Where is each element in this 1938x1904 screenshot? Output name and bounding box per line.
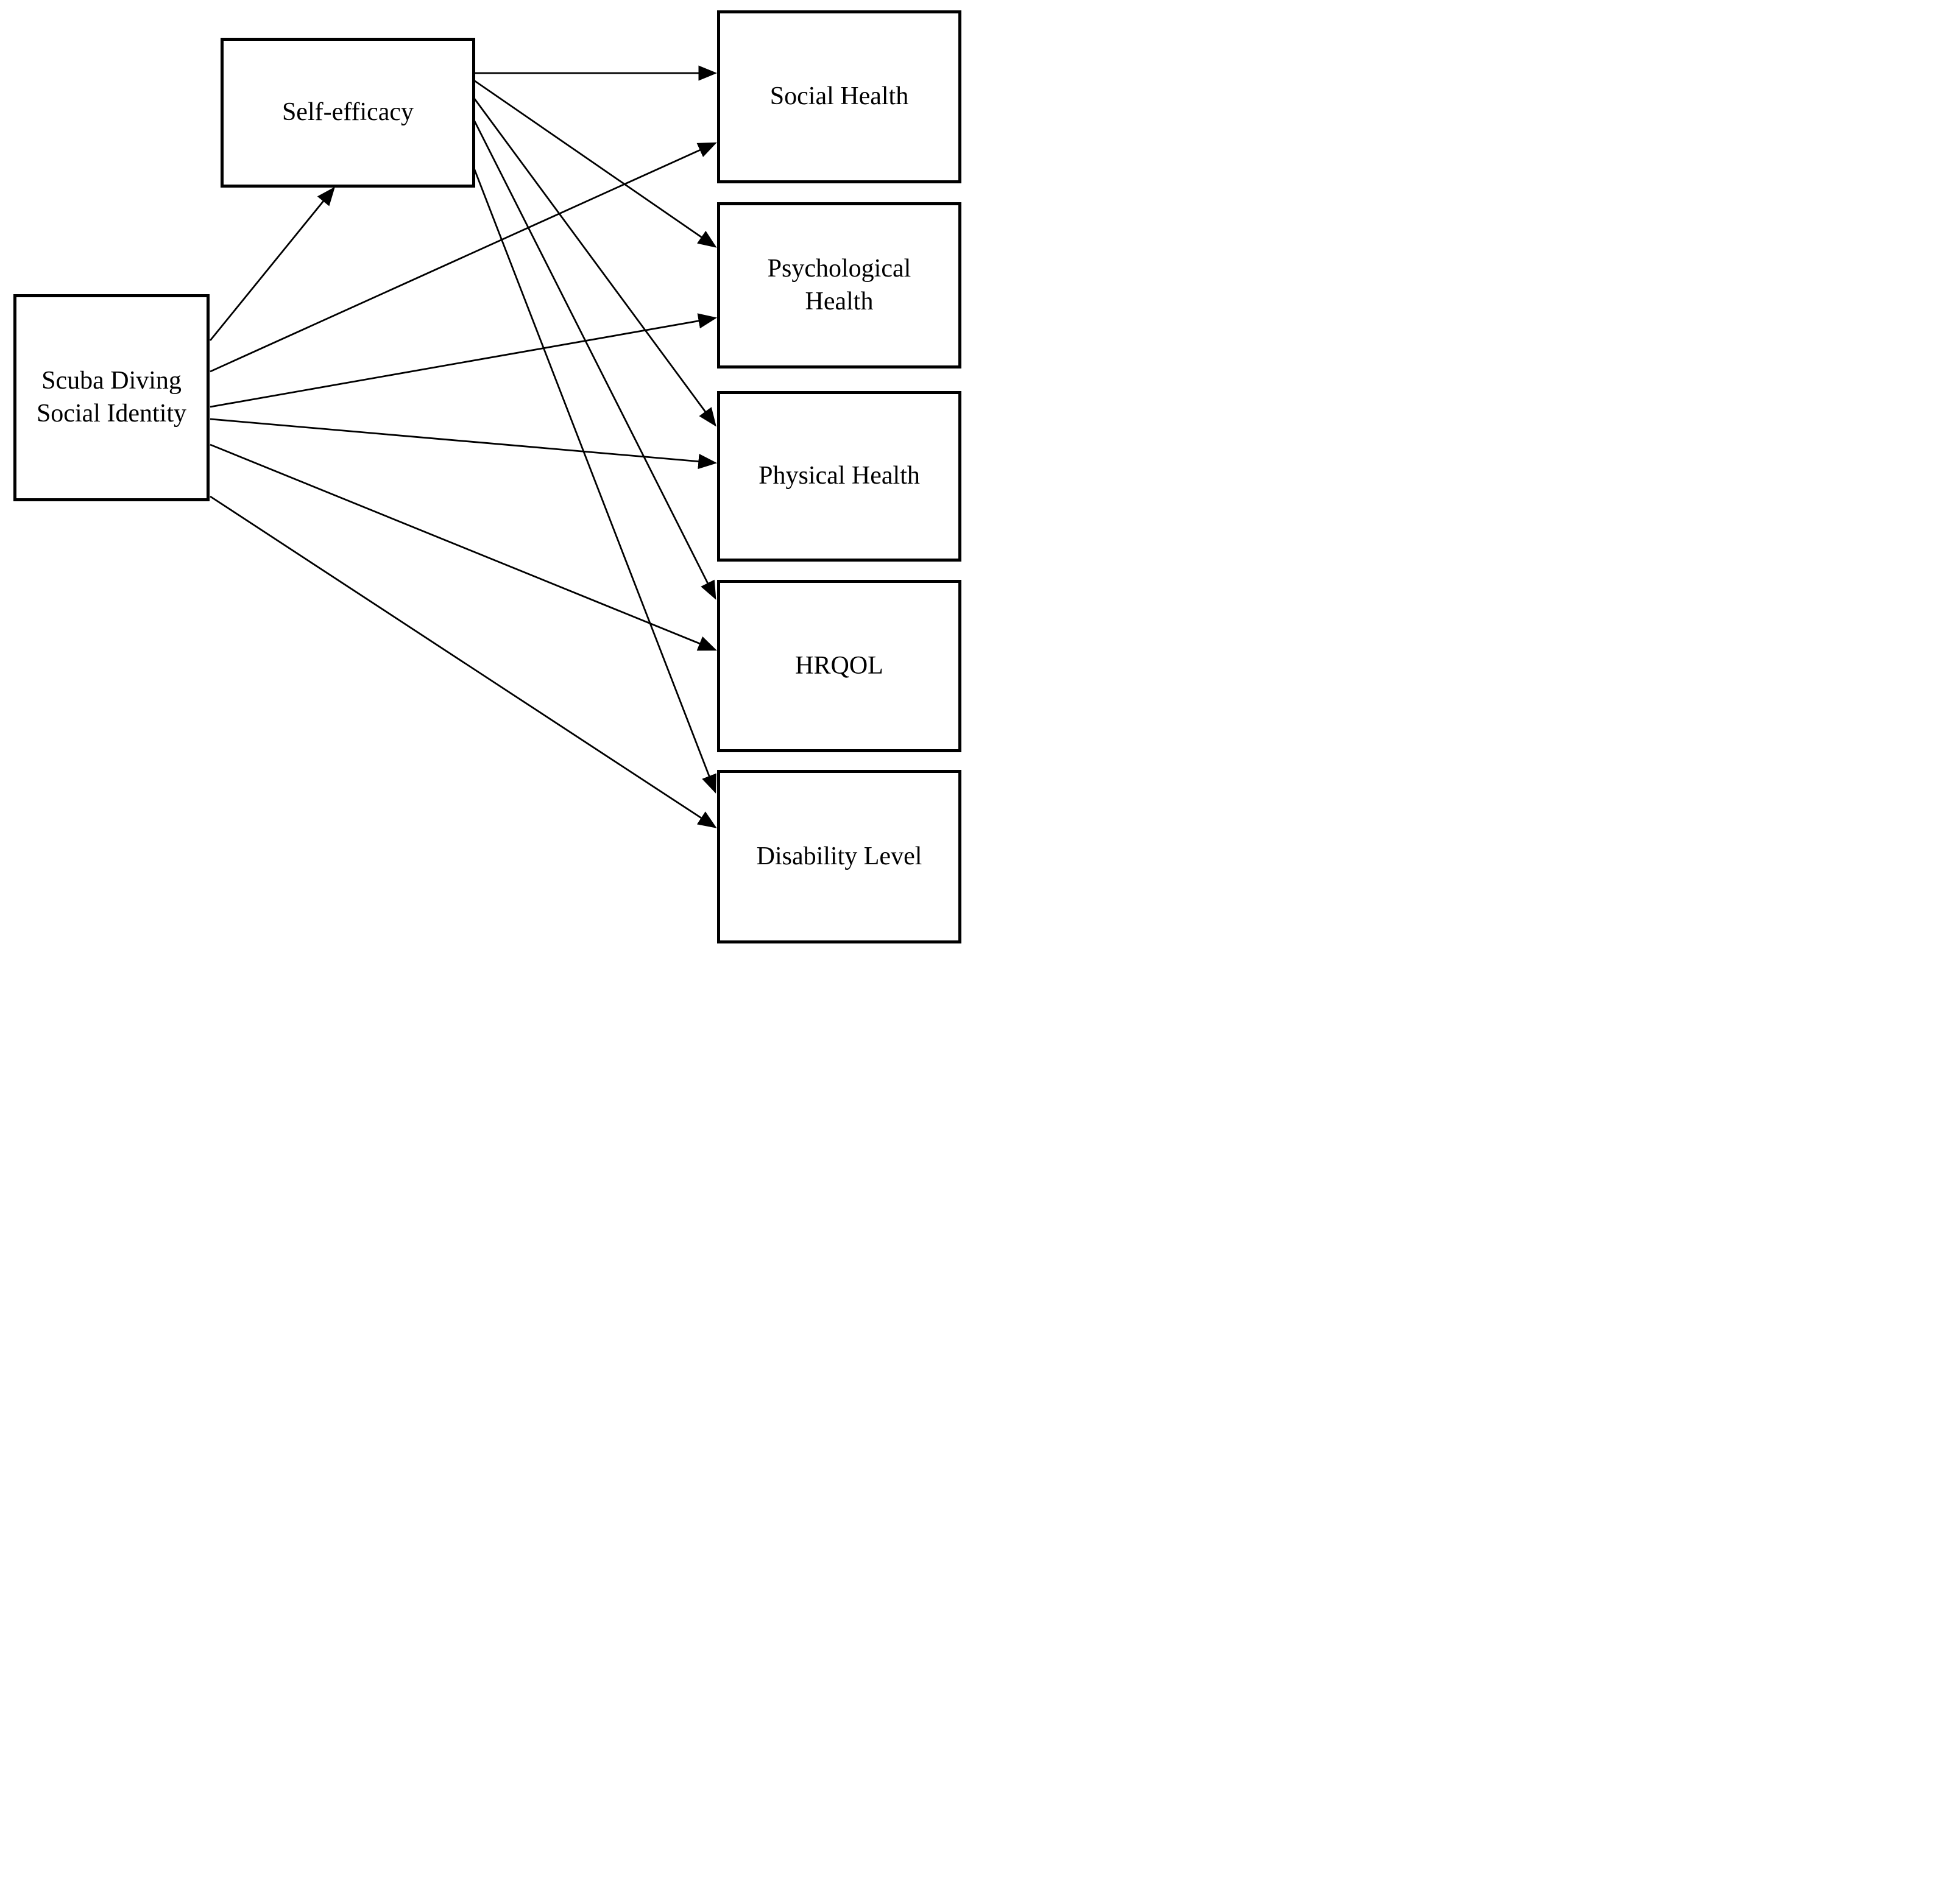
node-label: HRQOL (795, 651, 883, 680)
node-label: Self-efficacy (281, 98, 414, 127)
node-label: Scuba Diving Social Identity (36, 367, 187, 428)
arrow-se-to-hrqol (473, 119, 716, 600)
arrow-sdsi-to-physical (210, 418, 718, 470)
node-label: Social Health (769, 82, 909, 111)
arrow-sdsi-to-disability (210, 495, 717, 828)
node-hrqol: HRQOL (717, 580, 961, 752)
arrow-se-to-physical (473, 97, 716, 427)
arrow-sdsi-to-psych (210, 313, 718, 408)
arrow-se-to-disability (473, 167, 716, 794)
path-model-diagram: Scuba Diving Social Identity Self-effica… (0, 0, 969, 952)
node-scuba-diving-social-identity: Scuba Diving Social Identity (13, 294, 210, 501)
node-social-health: Social Health (717, 10, 961, 183)
node-disability-level: Disability Level (717, 770, 961, 943)
node-label: Psychological Health (767, 254, 911, 316)
arrow-sdsi-to-hrqol (210, 443, 717, 651)
arrow-se-to-psych (473, 79, 717, 248)
node-label: Physical Health (759, 462, 920, 490)
node-self-efficacy: Self-efficacy (221, 38, 475, 188)
node-psychological-health: Psychological Health (717, 202, 961, 368)
arrow-sdsi-to-se (209, 186, 335, 341)
node-label: Disability Level (756, 842, 922, 870)
node-physical-health: Physical Health (717, 391, 961, 562)
